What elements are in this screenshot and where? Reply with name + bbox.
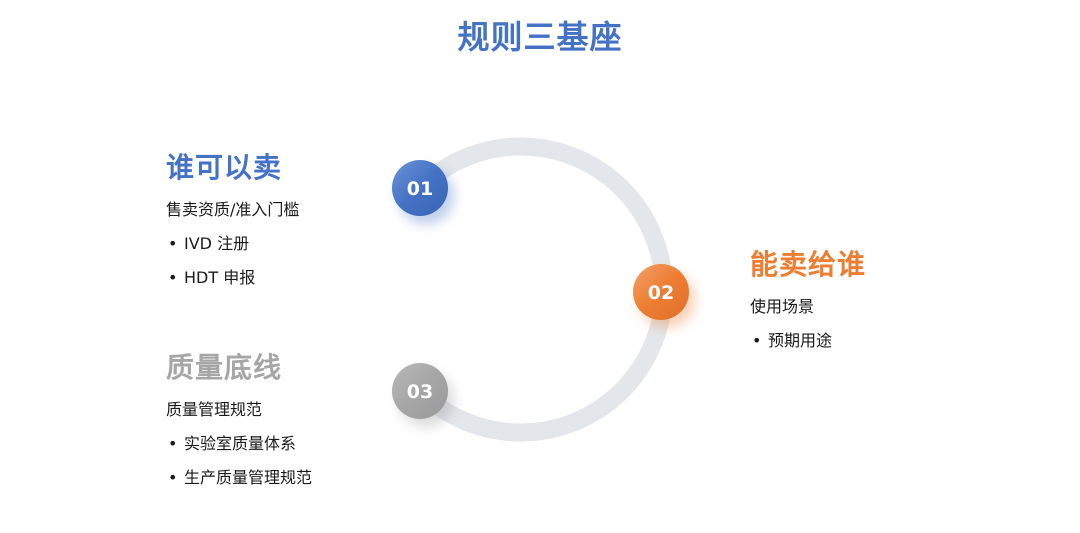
bullet-item: • 生产质量管理规范 — [166, 468, 312, 488]
bullet-text: 实验室质量体系 — [184, 434, 297, 453]
page-title: 规则三基座 — [457, 18, 623, 56]
bullet-list: • IVD 注册 • HDT 申报 — [166, 234, 299, 288]
block-heading: 谁可以卖 — [166, 151, 283, 184]
node-01: 01 — [392, 160, 454, 224]
bullet-list: • 预期用途 — [750, 331, 866, 351]
ring-arc — [411, 137, 673, 442]
bullet-list: • 实验室质量体系 • 生产质量管理规范 — [166, 434, 312, 488]
bullet-text: 预期用途 — [768, 331, 833, 350]
node-03: 03 — [392, 363, 454, 427]
bullet-dot: • — [168, 434, 178, 453]
bullet-dot: • — [168, 268, 178, 287]
node-01-circle — [392, 160, 448, 216]
bullet-dot: • — [752, 331, 762, 350]
bullet-text: 生产质量管理规范 — [184, 468, 313, 487]
node-03-number: 03 — [407, 381, 433, 403]
bullet-dot: • — [168, 468, 178, 487]
node-03-circle — [392, 363, 448, 419]
bullet-item: • 实验室质量体系 — [166, 434, 312, 454]
block-subtitle: 质量管理规范 — [166, 400, 263, 419]
bullet-item: • 预期用途 — [750, 331, 866, 351]
bullet-text: HDT 申报 — [184, 268, 256, 287]
block-heading: 质量底线 — [166, 351, 283, 384]
bullet-text: IVD 注册 — [184, 234, 250, 253]
node-02: 02 — [633, 264, 695, 328]
block-sell-to-whom: 能卖给谁 使用场景 • 预期用途 — [750, 247, 866, 365]
block-who-can-sell: 谁可以卖 售卖资质/准入门槛 • IVD 注册 • HDT 申报 — [166, 150, 299, 302]
block-subtitle: 售卖资质/准入门槛 — [166, 200, 300, 219]
bullet-item: • IVD 注册 — [166, 234, 299, 254]
node-02-circle — [633, 264, 689, 320]
bullet-dot: • — [168, 234, 178, 253]
node-02-number: 02 — [648, 282, 674, 304]
bullet-item: • HDT 申报 — [166, 268, 299, 288]
block-heading: 能卖给谁 — [750, 248, 867, 281]
node-01-number: 01 — [407, 178, 433, 200]
block-subtitle: 使用场景 — [750, 297, 815, 316]
block-quality-baseline: 质量底线 质量管理规范 • 实验室质量体系 • 生产质量管理规范 — [166, 350, 312, 502]
